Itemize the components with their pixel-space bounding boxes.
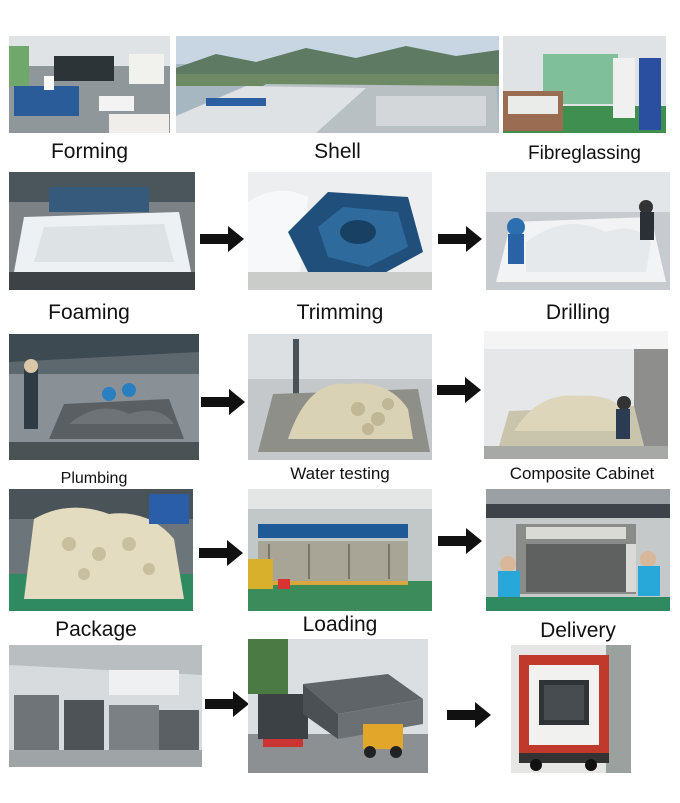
- step-label-package: Package: [55, 618, 137, 641]
- right-arrow-icon: [447, 702, 491, 728]
- fibreglassing-photo: [503, 36, 666, 133]
- truck-container-photo: [511, 645, 631, 773]
- step-label-foaming: Foaming: [48, 301, 130, 324]
- step-label-plumbing: Plumbing: [60, 470, 128, 487]
- right-arrow-icon: [205, 691, 249, 717]
- step-label-loading: Loading: [302, 613, 378, 636]
- right-arrow-icon: [438, 226, 482, 252]
- right-arrow-icon: [201, 389, 245, 415]
- container-loading-photo: [248, 639, 428, 773]
- step-label-forming: Forming: [50, 140, 129, 163]
- step-label-delivery: Delivery: [540, 619, 616, 642]
- step-label-water-testing: Water testing: [290, 464, 390, 483]
- delivery-photo: [486, 489, 670, 611]
- loading-photo: [248, 489, 432, 611]
- foaming-photo: [9, 172, 195, 290]
- step-label-trimming: Trimming: [296, 301, 384, 324]
- plumbing-photo: [9, 334, 199, 460]
- package-photo: [9, 489, 193, 611]
- right-arrow-icon: [200, 226, 244, 252]
- step-label-shell: Shell: [314, 140, 361, 163]
- drilling-photo: [486, 172, 670, 290]
- water-testing-photo: [248, 334, 432, 460]
- right-arrow-icon: [437, 377, 481, 403]
- right-arrow-icon: [438, 528, 482, 554]
- composite-cabinet-photo: [484, 331, 668, 459]
- right-arrow-icon: [199, 540, 243, 566]
- trimming-photo: [248, 172, 432, 290]
- forming-photo: [9, 36, 170, 133]
- step-label-fibreglassing: Fibreglassing: [528, 143, 641, 164]
- step-label-composite-cabinet: Composite Cabinet: [509, 464, 655, 483]
- packaged-spas-photo: [9, 645, 202, 767]
- shell-photo: [176, 36, 499, 133]
- step-label-drilling: Drilling: [545, 301, 611, 324]
